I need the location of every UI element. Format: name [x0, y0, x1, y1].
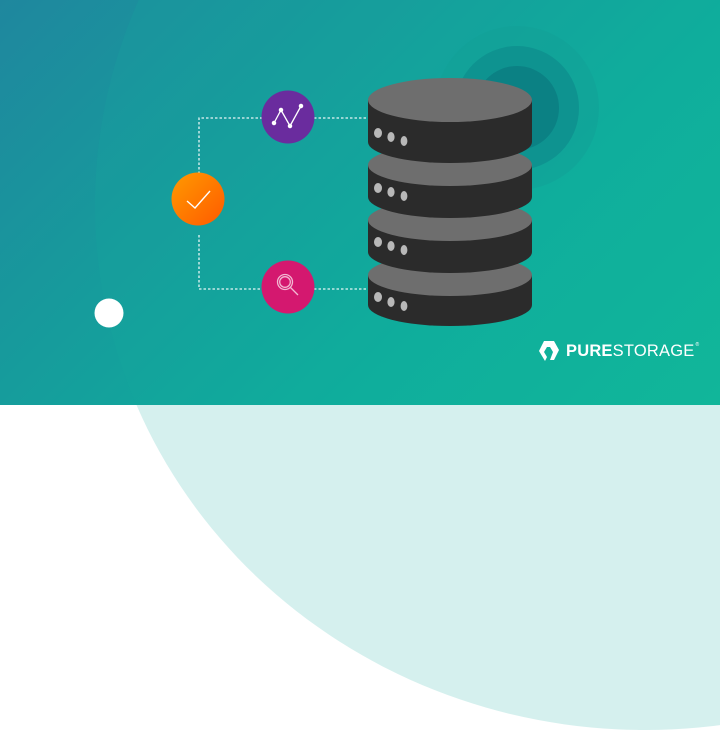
brand-name-light: STORAGE — [612, 341, 695, 360]
check-node[interactable] — [171, 172, 225, 226]
magnifier-icon — [276, 273, 299, 296]
pure-storage-hexagon-icon — [539, 341, 559, 361]
background — [0, 0, 720, 405]
disk-1 — [368, 78, 532, 163]
illustration — [94, 26, 599, 328]
dashed-connectors — [198, 117, 372, 290]
line-chart-icon — [271, 103, 304, 129]
pure-storage-logo: PURESTORAGE® — [538, 340, 699, 362]
database-icon — [368, 78, 532, 326]
registered-mark: ® — [695, 341, 700, 348]
search-node[interactable] — [261, 260, 315, 314]
white-dot — [94, 298, 124, 328]
analytics-node[interactable] — [261, 90, 315, 144]
checkmark-icon — [186, 190, 211, 209]
brand-wordmark: PURESTORAGE® — [566, 341, 700, 360]
brand-name-bold: PURE — [566, 341, 613, 360]
